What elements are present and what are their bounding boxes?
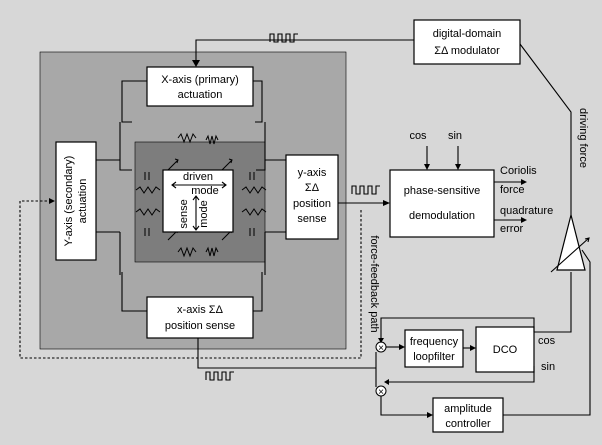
pulse-train-icon-top bbox=[269, 33, 298, 43]
spring-bottom-right bbox=[205, 246, 219, 257]
spring-right-1 bbox=[241, 186, 267, 194]
sigma-delta-modulator-block bbox=[413, 19, 521, 65]
y-sense-label-1: y-axis bbox=[298, 167, 327, 179]
x-axis-actuation-block bbox=[146, 66, 254, 107]
amplitude-controller-block bbox=[432, 397, 504, 433]
amp-ctrl-to-amplifier-wire bbox=[503, 249, 591, 416]
pulse-train-icon-middle bbox=[351, 185, 380, 195]
driven-mode-label-1: driven bbox=[183, 171, 213, 183]
spring-left-1 bbox=[135, 186, 161, 194]
dco-label: DCO bbox=[493, 344, 518, 356]
demod-label-2: demodulation bbox=[409, 210, 475, 222]
svg-text:×: × bbox=[378, 343, 384, 354]
x-axis-position-sense-block bbox=[146, 296, 254, 339]
frequency-loopfilter-block bbox=[404, 329, 464, 368]
demod-label-1: phase-sensitive bbox=[404, 185, 480, 197]
spring-right-2 bbox=[241, 208, 267, 216]
x-actuation-label-2: actuation bbox=[178, 89, 223, 101]
dco-cos-wire bbox=[534, 272, 572, 333]
y-sense-label-4: sense bbox=[297, 213, 326, 225]
y-actuation-label-1: Y-axis (secondary) bbox=[63, 156, 75, 247]
spring-left-2 bbox=[135, 208, 161, 216]
y-sense-label-2: ΣΔ bbox=[305, 182, 320, 194]
svg-text:×: × bbox=[378, 387, 384, 398]
modulator-label-2: ΣΔ modulator bbox=[434, 45, 500, 57]
sense-mode-label-1: sense bbox=[178, 199, 190, 228]
y-sense-label-3: position bbox=[293, 198, 331, 210]
force-feedback-label: force-feedback path bbox=[368, 235, 380, 332]
x-actuation-label-1: X-axis (primary) bbox=[161, 74, 239, 86]
driving-force-wire bbox=[519, 43, 572, 215]
modulator-label-1: digital-domain bbox=[433, 28, 501, 40]
x-sense-output-wire bbox=[197, 338, 376, 369]
driving-force-label: driving force bbox=[577, 108, 589, 168]
y-actuation-label-2: actuation bbox=[77, 179, 89, 224]
driven-mode-label-2: mode bbox=[191, 185, 219, 197]
phase-sensitive-demodulation-block bbox=[389, 169, 495, 238]
sense-mode-label-2: mode bbox=[198, 200, 210, 228]
amp-ctrl-label-2: controller bbox=[445, 418, 491, 430]
spring-top-left bbox=[177, 132, 197, 144]
spring-top-right bbox=[205, 134, 219, 145]
coriolis-label-2: force bbox=[500, 184, 524, 196]
proof-mass bbox=[162, 169, 234, 233]
driven-mode-arrow-icon bbox=[171, 181, 227, 189]
driving-amplifier-icon bbox=[556, 214, 586, 271]
quadrature-label-2: error bbox=[500, 223, 524, 235]
spring-bottom-left bbox=[177, 246, 197, 258]
x-sense-label-1: x-axis ΣΔ bbox=[177, 304, 224, 316]
demod-cos-label: cos bbox=[409, 130, 427, 142]
loopfilter-label-2: loopfilter bbox=[413, 351, 455, 363]
y-axis-actuation-block bbox=[55, 141, 97, 261]
y-axis-position-sense-block bbox=[285, 154, 339, 240]
dco-sin-label: sin bbox=[541, 361, 555, 373]
quadrature-label-1: quadrature bbox=[500, 205, 553, 217]
x-sense-label-2: position sense bbox=[165, 320, 235, 332]
coriolis-label-1: Coriolis bbox=[500, 165, 537, 177]
amp-ctrl-label-1: amplitude bbox=[444, 403, 492, 415]
pulse-train-icon-bottom bbox=[205, 371, 234, 381]
loopfilter-label-1: frequency bbox=[410, 336, 459, 348]
dco-sin-wire bbox=[386, 366, 535, 383]
sense-mode-arrow-icon bbox=[192, 195, 200, 231]
dco-block bbox=[475, 326, 535, 373]
demod-sin-label: sin bbox=[448, 130, 462, 142]
modulator-to-x-actuation-wire bbox=[195, 39, 414, 64]
dco-cos-label: cos bbox=[538, 335, 556, 347]
